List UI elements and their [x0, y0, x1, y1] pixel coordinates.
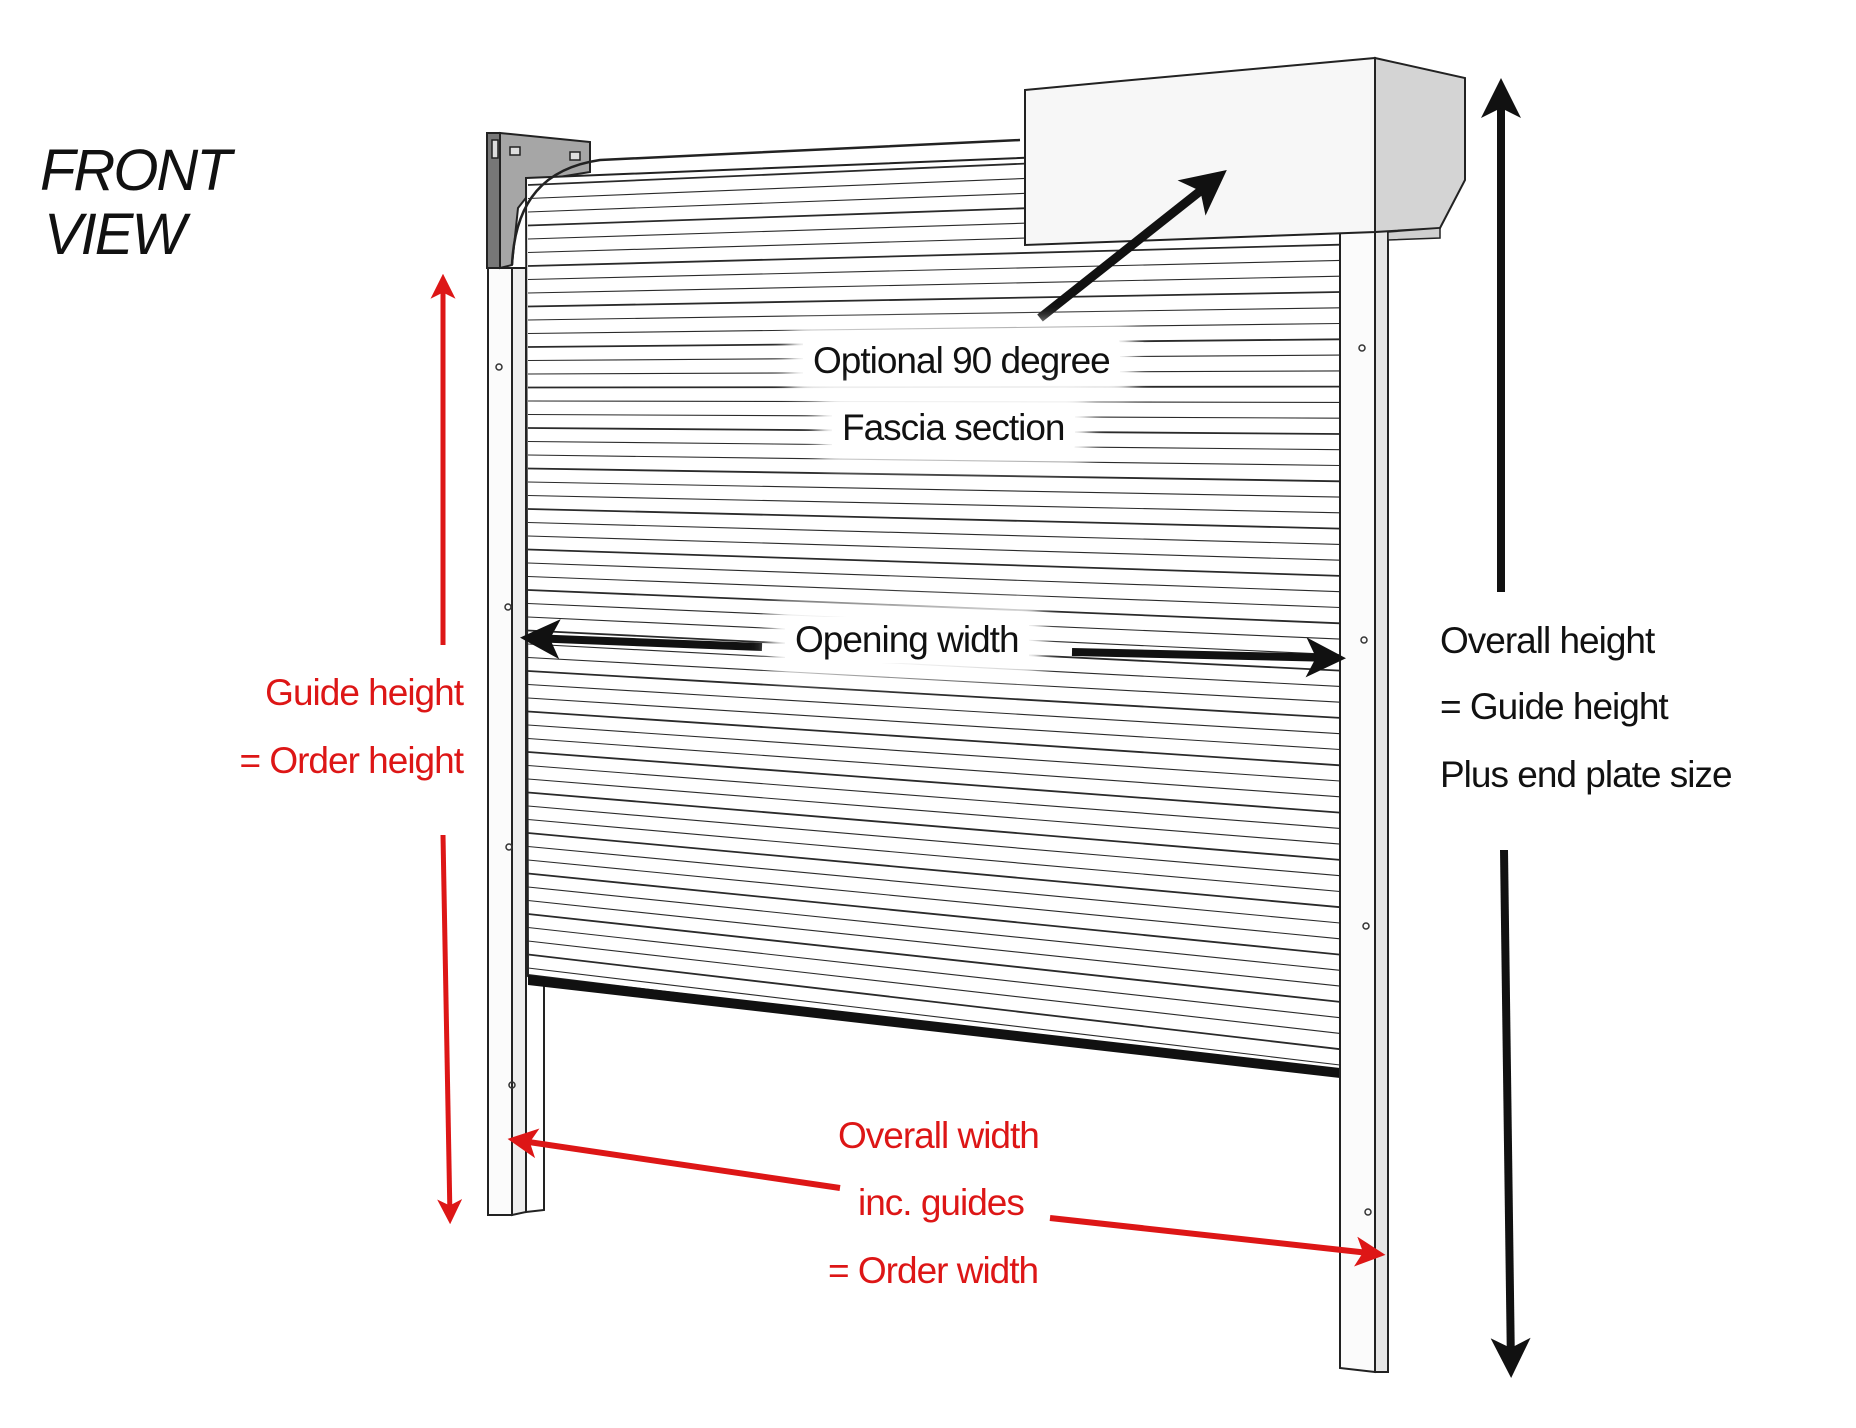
- fascia-label-line2: Fascia section: [832, 405, 1075, 451]
- curtain-slat-line: [527, 508, 1341, 530]
- curtain-slat-line: [527, 872, 1341, 956]
- curtain-slat-line: [527, 967, 1341, 1066]
- curtain-slat-line: [527, 535, 1341, 561]
- bottom-rail: [528, 975, 1340, 1078]
- opening-width-arrow: [520, 619, 1346, 678]
- shutter-curtain: [510, 138, 1341, 1077]
- guide-height-label-line1: Guide height: [265, 672, 464, 713]
- curtain-slat-line: [527, 886, 1341, 971]
- curtain-slat-line: [527, 710, 1341, 767]
- curtain-slat-line: [527, 791, 1341, 861]
- curtain-slat-line: [527, 683, 1341, 735]
- curtain-slat-line: [527, 805, 1341, 877]
- curtain-slat-line: [527, 899, 1341, 987]
- curtain-slat-line: [527, 307, 1341, 321]
- curtain-slat-line: [527, 643, 1341, 687]
- curtain-slat-line: [527, 818, 1341, 893]
- curtain-slat-line: [527, 832, 1341, 909]
- view-title-line2: VIEW: [44, 202, 186, 267]
- curtain-slat-line: [527, 521, 1341, 545]
- guide-height-label-line2: = Order height: [239, 740, 464, 781]
- curtain-slat-line: [527, 243, 1341, 267]
- curtain-slat-line: [527, 291, 1341, 308]
- curtain-slat-line: [527, 953, 1341, 1051]
- curtain-slat-line: [527, 467, 1341, 483]
- curtain-slat-line: [527, 778, 1341, 845]
- overall-height-label-line2: = Guide height: [1440, 686, 1669, 727]
- curtain-slat-line: [527, 481, 1341, 498]
- curtain-slat-line: [527, 575, 1341, 609]
- curtain-slat-line: [527, 697, 1341, 751]
- left-end-bracket: [486, 131, 591, 270]
- curtain-slat-line: [527, 454, 1341, 467]
- overall-width-label-line2: inc. guides: [858, 1182, 1025, 1223]
- right-guide: [1339, 227, 1389, 1374]
- curtain-slat-line: [527, 913, 1341, 1003]
- overall-width-label-line3: = Order width: [828, 1250, 1039, 1291]
- curtain-slat-line: [527, 926, 1341, 1019]
- curtain-slat-line: [527, 656, 1341, 703]
- fascia-label-line1: Optional 90 degree: [803, 338, 1120, 384]
- curtain-slat-line: [527, 275, 1341, 294]
- curtain-slat-line: [527, 764, 1341, 829]
- left-guide: [487, 267, 545, 1217]
- curtain-slat-line: [527, 322, 1341, 335]
- fascia-box: [1024, 56, 1466, 247]
- overall-width-label-line1: Overall width: [838, 1115, 1040, 1156]
- curtain-slat-line: [527, 259, 1341, 281]
- curtain-slat-line: [527, 724, 1341, 782]
- opening-width-label: Opening width: [785, 617, 1029, 663]
- overall-height-label-line1: Overall height: [1440, 620, 1655, 661]
- curtain-slat-line: [527, 940, 1341, 1034]
- view-title-line1: FRONT: [40, 138, 232, 203]
- guide-height-arrow: [430, 273, 463, 1225]
- curtain-slat-line: [527, 670, 1341, 719]
- curtain-slat-line: [527, 859, 1341, 940]
- overall-height-label-line3: Plus end plate size: [1440, 754, 1733, 795]
- curtain-slat-line: [527, 494, 1341, 514]
- overall-width-arrow: [507, 1128, 1386, 1267]
- curtain-slat-line: [527, 751, 1341, 814]
- curtain-slat-line: [527, 548, 1341, 577]
- curtain-slat-line: [527, 589, 1341, 625]
- curtain-slat-line: [527, 400, 1341, 403]
- fascia-arrow: [1037, 170, 1227, 322]
- overall-height-arrow: [1481, 78, 1531, 1378]
- curtain-slat-line: [527, 737, 1341, 798]
- curtain-slat-line: [527, 845, 1341, 924]
- curtain-slat-line: [527, 385, 1341, 389]
- curtain-slat-line: [527, 562, 1341, 593]
